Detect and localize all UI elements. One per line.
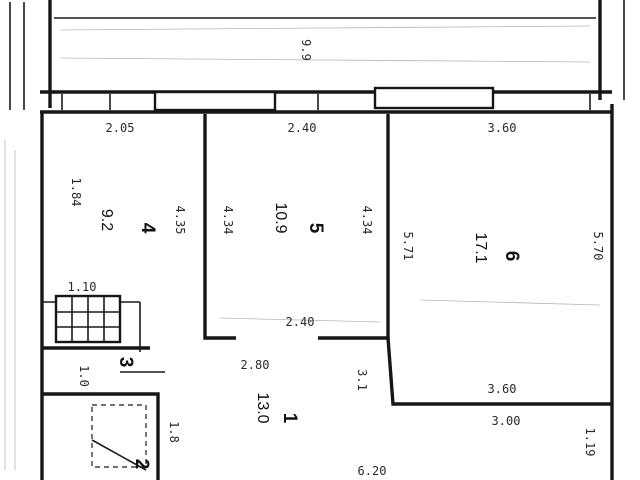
room-number: 6 (501, 251, 522, 262)
dim-corridor-top: 2.80 (241, 358, 270, 372)
room-area: 17.1 (472, 232, 489, 263)
dim-room3-width: 1.0 (77, 365, 91, 387)
dim-room5-left: 4.34 (221, 206, 235, 235)
dim-room5-top: 2.40 (288, 121, 317, 135)
room-area: 10.9 (272, 202, 289, 233)
window-room6 (373, 86, 495, 110)
room-number: 1 (279, 413, 300, 424)
dim-room2-side: 1.8 (167, 421, 181, 443)
room-area: 9.2 (98, 209, 115, 231)
dim-room6-bottom: 3.60 (488, 382, 517, 396)
bathroom-fixtures (91, 404, 147, 471)
room-3-label: 3 (115, 357, 136, 368)
dim-stair-width: 1.10 (68, 280, 97, 294)
dim-room5-bottom: 2.40 (286, 315, 315, 329)
dim-corridor-lower: 3.00 (492, 414, 521, 428)
room-number: 5 (305, 223, 326, 234)
dim-room6-left: 5.71 (401, 232, 415, 261)
dim-room5-right: 4.34 (360, 206, 374, 235)
room-4-label: 4 9.2 (98, 209, 158, 234)
dim-room4-side-b: 4.35 (173, 206, 187, 235)
dim-right-small: 1.19 (583, 428, 597, 457)
window-room5 (153, 90, 277, 112)
room-1-label: 1 13.0 (254, 392, 300, 423)
window-wall (40, 86, 612, 114)
dim-room4-side-a: 1.84 (69, 178, 83, 207)
dim-loggia-length: 9.9 (299, 39, 313, 61)
room-number: 4 (137, 223, 158, 234)
dim-room6-right: 5.70 (591, 232, 605, 261)
dim-corridor-side: 3.1 (355, 369, 369, 391)
dim-bottom-total: 6.20 (358, 464, 387, 478)
stair-unit (54, 294, 122, 344)
loggia (9, 0, 625, 110)
walls (40, 104, 614, 480)
dim-room4-top: 2.05 (106, 121, 135, 135)
room-6-label: 6 17.1 (472, 232, 522, 263)
dim-room6-top: 3.60 (488, 121, 517, 135)
room-number: 3 (115, 357, 136, 368)
room-area: 13.0 (254, 392, 271, 423)
background-hatching (4, 25, 601, 470)
room-2-label: 2 (131, 459, 152, 470)
room-number: 2 (131, 459, 152, 470)
room-5-label: 5 10.9 (272, 202, 326, 233)
